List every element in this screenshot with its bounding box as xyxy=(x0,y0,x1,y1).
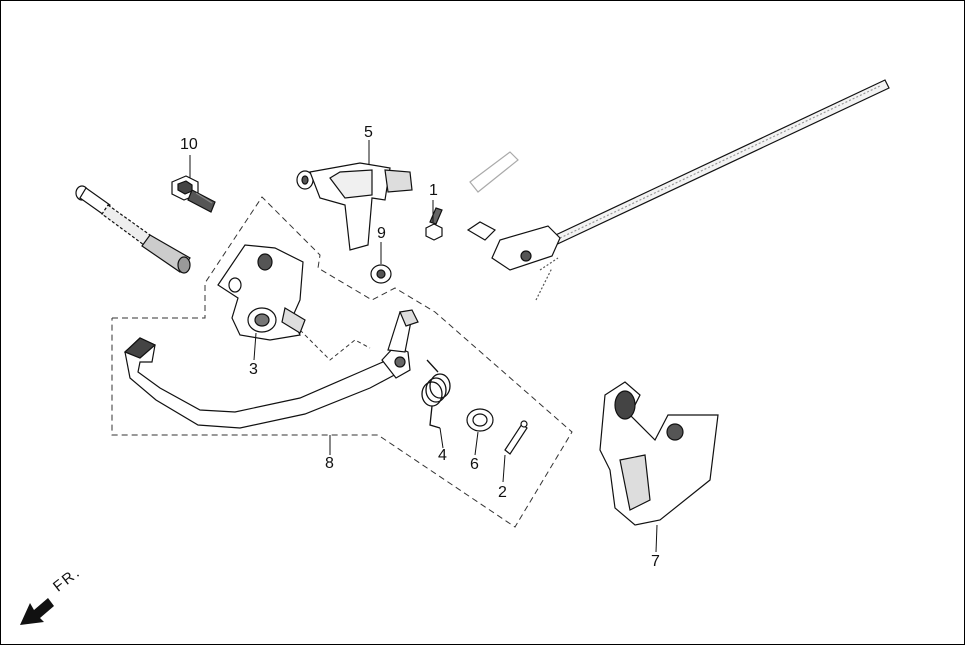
washer-part-9 xyxy=(370,264,392,284)
plate-part-3 xyxy=(217,244,306,341)
callout-7: 7 xyxy=(651,553,660,570)
leader-lines xyxy=(189,140,658,553)
front-arrow-icon xyxy=(20,598,54,625)
assembly-boundary-dashed xyxy=(111,196,573,528)
callout-9: 9 xyxy=(377,225,386,242)
cotter-pin-part-2 xyxy=(504,420,528,455)
bolt-part-10 xyxy=(171,175,216,213)
callout-8: 8 xyxy=(325,455,334,472)
pivot-pin xyxy=(75,185,191,274)
callout-4: 4 xyxy=(438,447,447,464)
assembly-line-dashed xyxy=(299,329,371,361)
brake-rod xyxy=(466,79,890,301)
callout-3: 3 xyxy=(249,361,258,378)
pedal-part-8 xyxy=(123,309,419,429)
callout-6: 6 xyxy=(470,456,479,473)
callout-5: 5 xyxy=(364,124,373,141)
bolt-part-1 xyxy=(425,207,443,241)
washer-part-6 xyxy=(466,408,494,432)
callout-2: 2 xyxy=(498,484,507,501)
spring-part-4 xyxy=(421,359,451,429)
callout-1: 1 xyxy=(429,182,438,199)
callout-10: 10 xyxy=(180,136,198,153)
bracket-part-7 xyxy=(599,381,719,526)
bracket-part-5 xyxy=(296,162,413,251)
